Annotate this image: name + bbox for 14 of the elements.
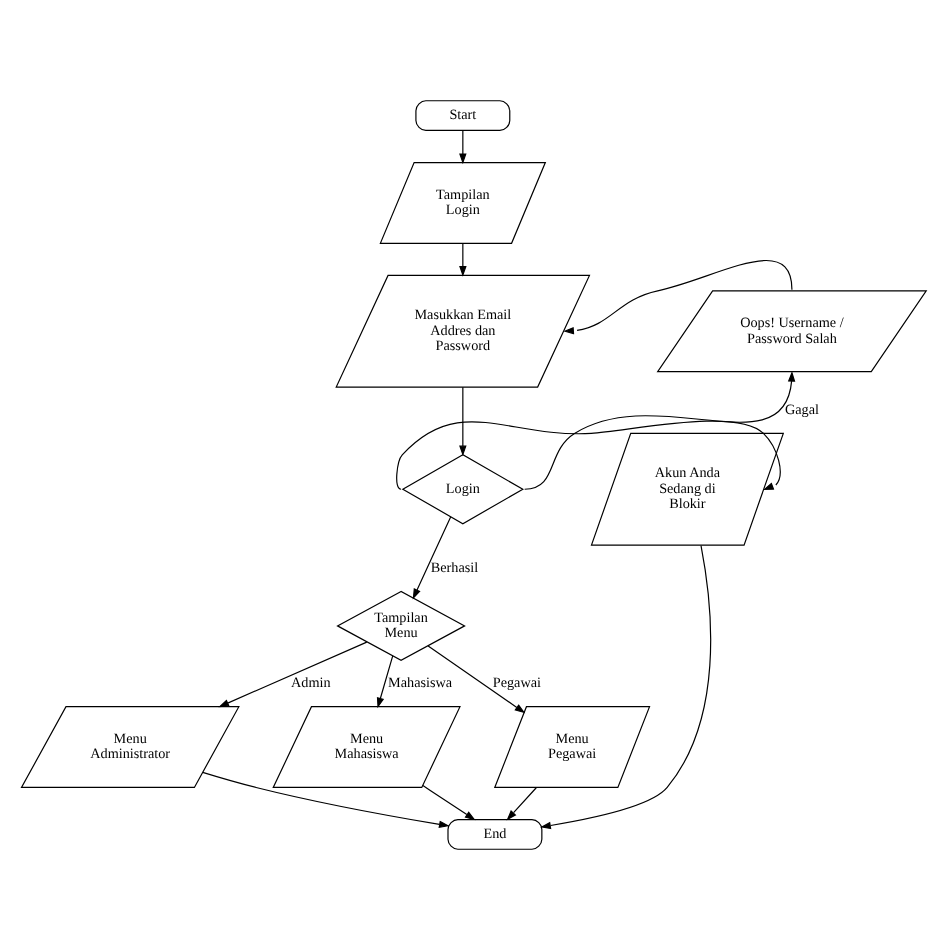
arrow [563,259,793,334]
arrow [459,129,467,164]
arrow [412,515,452,599]
arrow [396,419,781,489]
arrow [506,786,537,820]
arrow [218,640,368,707]
arrow [459,242,467,276]
arrow [422,783,476,820]
arrow [459,385,467,456]
arrow [202,770,450,828]
arrow [540,543,712,829]
arrow [524,370,796,489]
arrow [427,644,526,713]
arrow [376,654,394,708]
